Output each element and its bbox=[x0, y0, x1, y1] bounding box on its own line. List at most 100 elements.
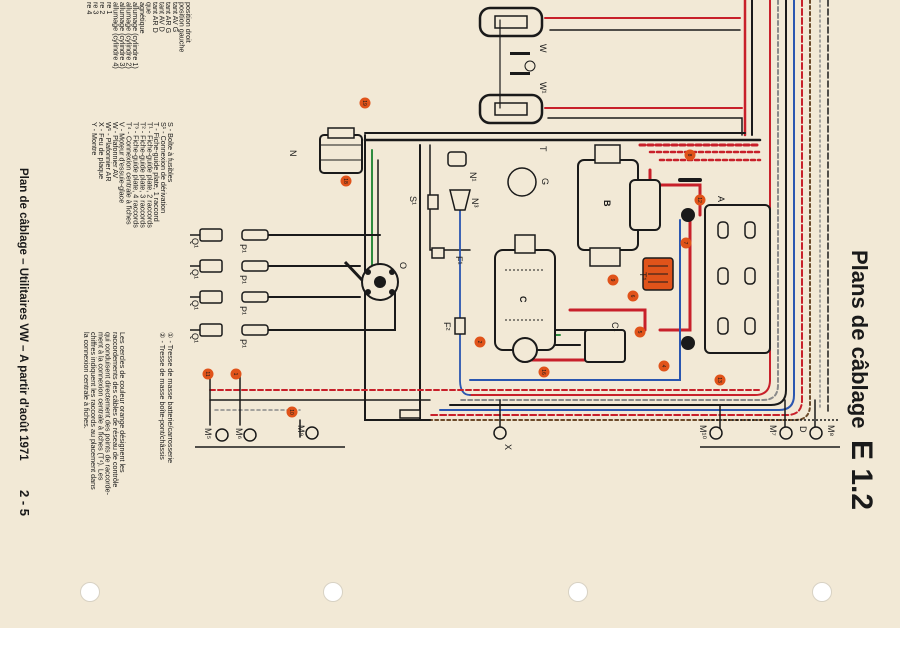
orange-marker bbox=[359, 97, 371, 109]
orange-marker bbox=[286, 406, 298, 418]
orange-marker-number: 12 bbox=[696, 197, 702, 203]
label-m6: M⁶ bbox=[234, 428, 244, 439]
generator bbox=[494, 234, 556, 363]
orange-marker bbox=[680, 237, 692, 249]
page-title: Plans de câblage bbox=[847, 250, 872, 429]
legend-right-line: S - Boîte à fusibles bbox=[166, 122, 175, 183]
wiper-motor bbox=[478, 6, 544, 125]
orange-marker-number: 10 bbox=[288, 409, 294, 415]
legend-left-line: allumage (cylindre 2) bbox=[125, 2, 134, 69]
battery bbox=[681, 204, 771, 354]
legend-left-line: que bbox=[144, 2, 153, 14]
distributor bbox=[343, 260, 399, 301]
punch-hole bbox=[80, 582, 100, 602]
legend-left-line: tant AV D bbox=[158, 2, 167, 32]
component-labels: A B C C¹ G N N¹ N³ O S¹ F¹ F² T T¹ W W¹ … bbox=[190, 44, 836, 450]
orange-marker bbox=[684, 149, 696, 161]
harness-wires bbox=[209, 0, 829, 438]
lamps bbox=[195, 419, 840, 448]
orange-marker-number: 2 bbox=[476, 341, 482, 344]
label-p1-4: P¹ bbox=[238, 339, 248, 348]
orange-marker-number: 8 bbox=[686, 154, 692, 157]
label-m7: M⁷ bbox=[768, 425, 778, 436]
ignition-coil bbox=[319, 127, 363, 174]
legend-left-line: agnétique bbox=[138, 2, 147, 34]
label-q1-1: Q¹ bbox=[190, 238, 200, 248]
legend-right-line: T¹ - Fiche-guide plate, 2 raccords bbox=[145, 122, 154, 228]
orange-marker bbox=[607, 274, 619, 286]
legend-left-line: tant AV G bbox=[171, 2, 180, 33]
legend-right-line: T³ - Fiche-guide plate, 4 raccords bbox=[132, 122, 141, 228]
orange-note-line: raccordements des câbles de réseau de co… bbox=[111, 332, 120, 487]
orange-marker bbox=[714, 374, 726, 386]
legend-left-line: allumage (cylindre 1) bbox=[131, 2, 140, 69]
label-m9: M⁹ bbox=[296, 425, 306, 436]
orange-marker bbox=[202, 368, 214, 380]
legend-left-line: re 2 bbox=[98, 2, 107, 14]
label-o: O bbox=[398, 262, 408, 269]
legend-right-line: Y - Montre bbox=[90, 122, 99, 155]
label-q1-2: Q¹ bbox=[190, 269, 200, 279]
label-f1: F¹ bbox=[454, 256, 464, 265]
label-t1: T¹ bbox=[638, 272, 648, 281]
orange-marker bbox=[694, 194, 706, 206]
label-n1: N¹ bbox=[468, 172, 478, 182]
orange-note-line: qui conduisent directement des points de… bbox=[104, 332, 113, 496]
label-a: A bbox=[716, 196, 726, 202]
orange-marker bbox=[538, 366, 550, 378]
label-p1-1: P¹ bbox=[238, 244, 248, 253]
orange-marker bbox=[340, 175, 352, 187]
punch-hole bbox=[568, 582, 588, 602]
label-b: B bbox=[602, 200, 612, 207]
label-t: T bbox=[538, 146, 548, 152]
label-p1-3: P¹ bbox=[238, 306, 248, 315]
label-n3: N³ bbox=[470, 198, 480, 208]
label-g: G bbox=[540, 178, 550, 185]
senders-and-switches bbox=[399, 151, 537, 419]
orange-note-line: ment à la connexion centrale à fiches (T… bbox=[96, 332, 105, 481]
label-f2: F² bbox=[442, 322, 452, 331]
legend-left-line: allumage (cylindre 4) bbox=[111, 2, 120, 69]
legend-left-line: position gauche bbox=[177, 2, 186, 52]
legend-right-line: T² - Fiche-guide plate, 3 raccords bbox=[138, 122, 147, 228]
label-d: D bbox=[798, 426, 808, 433]
label-m8: M⁸ bbox=[826, 425, 836, 436]
label-c: C bbox=[518, 296, 528, 303]
section-badge: E 1.2 bbox=[845, 440, 878, 510]
label-w: W bbox=[538, 44, 548, 53]
legend-right-line: S¹ - Connexion de dérivation bbox=[159, 122, 168, 213]
legend-left-line: re 1 bbox=[105, 2, 114, 14]
orange-note-line: Les cercles de couleur orange désignent … bbox=[118, 332, 127, 473]
legend-left-line: allumage (cylindre 3) bbox=[118, 2, 127, 69]
legend-right-line: T - Fiche-guide plate, 1 raccord bbox=[152, 122, 161, 222]
footer-page-number: 2 - 5 bbox=[17, 490, 32, 516]
orange-note-line: chiffres indiquent les raccords au place… bbox=[89, 332, 98, 490]
orange-marker-number: 11 bbox=[204, 371, 210, 376]
legend-left-line: tant AR G bbox=[164, 2, 173, 34]
earth-note-line: ① - Tresse de masse batterie/carrosserie bbox=[166, 332, 175, 463]
label-s1: S¹ bbox=[408, 196, 418, 205]
label-w1: W¹ bbox=[538, 82, 548, 94]
spark-plugs bbox=[190, 228, 269, 337]
orange-marker-number: 13 bbox=[716, 377, 722, 383]
punch-hole bbox=[812, 582, 832, 602]
starter-motor bbox=[577, 144, 661, 267]
orange-marker-number: 1 bbox=[232, 373, 238, 376]
label-m10: M¹⁰ bbox=[698, 425, 708, 439]
orange-marker-number: 6 bbox=[629, 295, 635, 298]
orange-note-line: la connexion centrale à fiches. bbox=[82, 332, 91, 429]
label-q1-4: Q¹ bbox=[190, 333, 200, 343]
orange-marker-number: 4 bbox=[660, 365, 666, 368]
label-c1: C¹ bbox=[610, 322, 620, 332]
legend-right-line: V - Moteur d'essuie-glace bbox=[118, 122, 127, 203]
label-q1-3: Q¹ bbox=[190, 300, 200, 310]
legend-left-line: tant AR D bbox=[151, 2, 160, 33]
earth-note-line: ② - Tresse de masse boîte-pont/châssis bbox=[158, 332, 167, 460]
label-x: X bbox=[503, 444, 513, 450]
orange-marker-number: 16 bbox=[540, 369, 546, 375]
